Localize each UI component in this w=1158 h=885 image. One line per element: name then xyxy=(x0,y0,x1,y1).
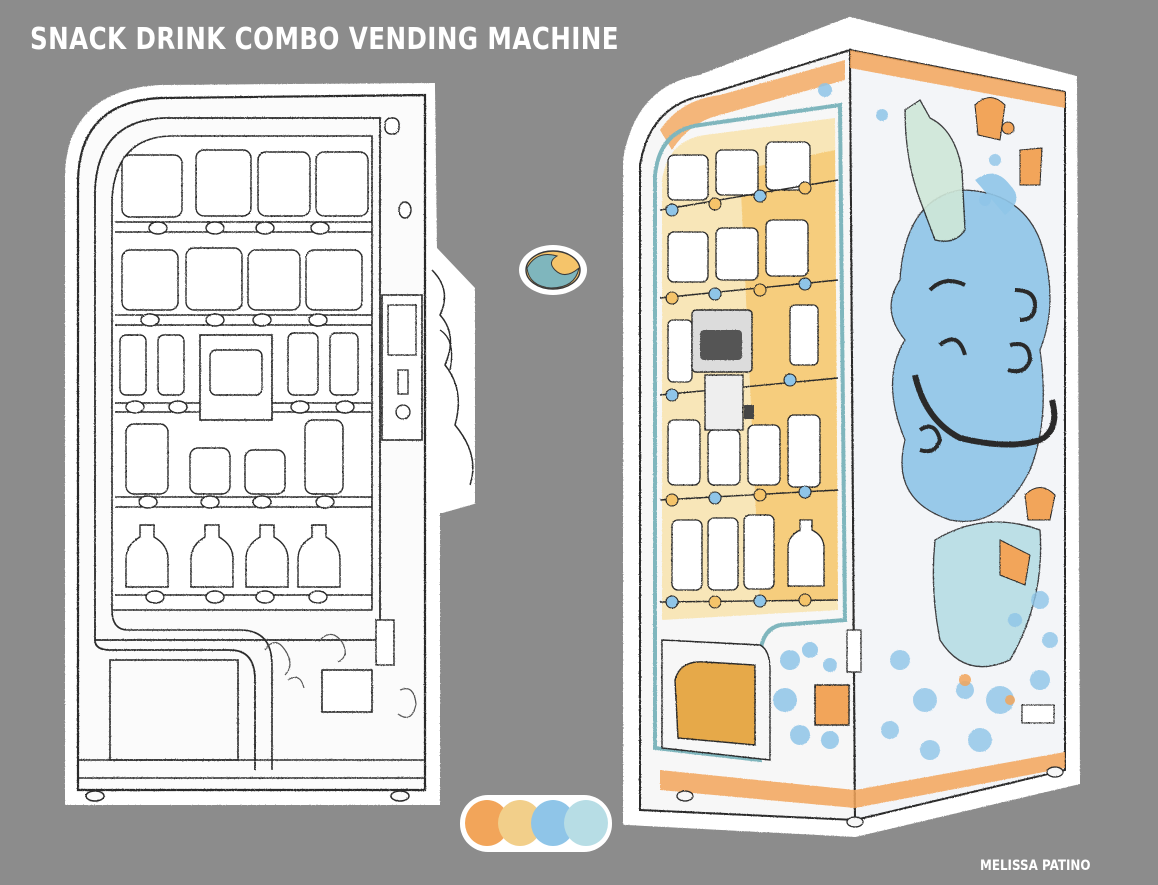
palette-swatch-4 xyxy=(564,800,608,846)
page-title: SNACK DRINK COMBO VENDING MACHINE xyxy=(30,22,620,57)
palette-swatch-1 xyxy=(465,800,509,846)
color-palette xyxy=(460,795,612,852)
palette-swatch-3 xyxy=(531,800,575,846)
yin-yang-swatch xyxy=(519,245,587,295)
sketch-vending-machine xyxy=(65,82,475,805)
artist-signature: MELISSA PATINO xyxy=(980,858,1091,874)
palette-swatch-2 xyxy=(498,800,542,846)
colored-vending-machine xyxy=(623,16,1081,838)
